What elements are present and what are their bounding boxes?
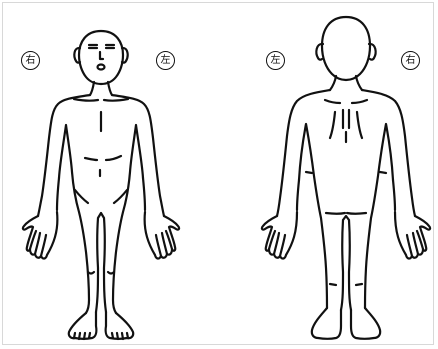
back-spine <box>343 110 349 142</box>
back-foot-right <box>351 308 380 339</box>
back-foot-left <box>312 308 341 339</box>
back-buttocks <box>326 213 366 214</box>
front-hand-left-fingers <box>156 231 172 256</box>
front-foot-left <box>106 312 134 339</box>
front-foot-right <box>69 312 97 339</box>
back-hand-left-fingers <box>269 231 285 256</box>
back-scapula-left <box>330 112 335 138</box>
back-neck <box>330 76 362 90</box>
front-torso-right <box>113 125 143 313</box>
front-eye-left <box>89 45 97 48</box>
front-torso-left <box>59 125 89 313</box>
front-arm-inner-left <box>57 178 59 210</box>
front-arm-inner-right <box>143 178 145 210</box>
front-right-side-marker: 右 <box>21 51 40 70</box>
front-knees <box>88 272 114 274</box>
front-abdomen <box>85 156 121 160</box>
back-left-side-marker: 左 <box>266 51 285 70</box>
front-eye-right <box>106 45 114 48</box>
back-knees <box>330 284 362 285</box>
back-torso-left <box>299 124 327 308</box>
front-left-side-marker: 左 <box>156 51 175 70</box>
front-mouth <box>98 65 105 70</box>
front-hand-right-fingers <box>30 231 46 256</box>
back-right-side-marker: 右 <box>401 51 420 70</box>
front-figure <box>23 31 179 339</box>
back-arm-inner-right <box>393 180 395 210</box>
front-inner-legs <box>96 213 106 312</box>
back-shoulder-blades <box>325 100 367 103</box>
back-waist <box>306 172 386 173</box>
front-collarbones <box>74 99 128 101</box>
back-inner-legs <box>341 216 351 310</box>
front-nose <box>100 52 103 59</box>
back-hand-right-fingers <box>407 231 423 256</box>
back-torso-right <box>365 124 393 308</box>
back-scapula-right <box>357 112 362 138</box>
back-arm-inner-left <box>297 180 299 210</box>
back-head <box>322 17 370 80</box>
